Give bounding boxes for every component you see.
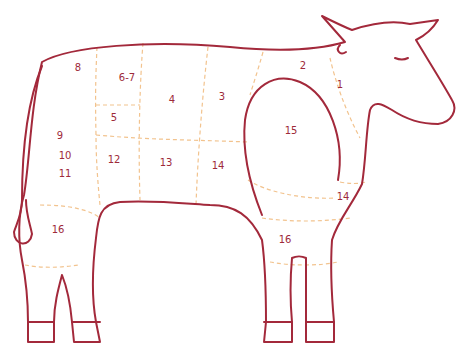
cut-number: 5 — [111, 113, 117, 123]
hoof-line — [28, 321, 334, 323]
cut-divider — [96, 104, 140, 105]
cut-number: 13 — [160, 158, 173, 168]
cut-divider — [248, 180, 335, 198]
cut-divider — [139, 43, 143, 200]
cut-number: 16 — [279, 235, 292, 245]
cut-dividers — [25, 43, 366, 267]
cut-divider — [25, 265, 78, 267]
cut-divider — [250, 52, 263, 95]
cow-neck-fold — [338, 45, 346, 53]
cut-number: 1 — [337, 80, 343, 90]
cut-divider — [270, 262, 338, 265]
cut-number: 12 — [108, 155, 121, 165]
cut-number: 3 — [219, 92, 225, 102]
cut-number: 8 — [75, 63, 81, 73]
cut-number: 15 — [285, 126, 298, 136]
cut-number: 6-7 — [119, 73, 135, 83]
cut-divider — [40, 205, 100, 218]
cut-number: 10 — [59, 151, 72, 161]
cut-number: 9 — [57, 131, 63, 141]
cut-number: 14 — [212, 161, 225, 171]
cut-divider — [96, 135, 248, 142]
cut-number: 2 — [300, 61, 306, 71]
cut-divider — [262, 218, 350, 221]
cow-outline — [14, 16, 454, 342]
cut-number: 11 — [59, 169, 72, 179]
cut-divider — [96, 47, 100, 205]
cow-tail — [14, 66, 42, 244]
shoulder-outline — [244, 79, 339, 215]
cow-eye — [395, 58, 408, 60]
cut-number: 14 — [337, 192, 350, 202]
cut-divider — [196, 47, 208, 205]
cow-body-outline — [19, 16, 454, 342]
cut-number: 4 — [169, 95, 175, 105]
cut-number: 16 — [52, 225, 65, 235]
